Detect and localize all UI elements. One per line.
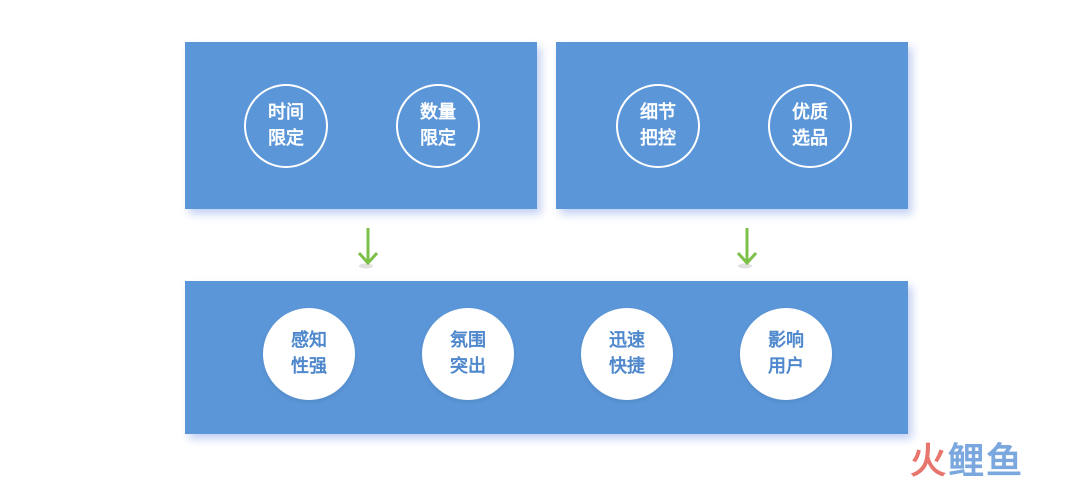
node-label: 氛围 突出: [450, 330, 486, 377]
node-label: 影响 用户: [768, 330, 804, 377]
node-label: 优质 选品: [792, 102, 828, 149]
prominent-atmosphere-node: 氛围 突出: [422, 308, 514, 400]
node-label: 细节 把控: [640, 102, 676, 149]
detail-control-node: 细节 把控: [616, 84, 700, 168]
down-arrow-icon: [357, 228, 379, 269]
node-label: 迅速 快捷: [609, 330, 645, 377]
watermark-char: 鱼: [986, 441, 1025, 482]
bottom-panel: 感知 性强 氛围 突出 迅速 快捷 影响 用户: [185, 281, 908, 434]
top-right-panel: 细节 把控 优质 选品: [556, 42, 908, 209]
node-label: 感知 性强: [291, 330, 327, 377]
time-limited-node: 时间 限定: [244, 84, 328, 168]
down-arrow-icon: [736, 228, 758, 269]
watermark-char: 火: [910, 441, 949, 482]
strong-perception-node: 感知 性强: [263, 308, 355, 400]
node-label: 时间 限定: [268, 102, 304, 149]
quality-selection-node: 优质 选品: [768, 84, 852, 168]
influence-users-node: 影响 用户: [740, 308, 832, 400]
watermark-logo: 火鲤鱼: [910, 432, 1024, 484]
node-label: 数量 限定: [420, 102, 456, 149]
fast-convenient-node: 迅速 快捷: [581, 308, 673, 400]
watermark-char: 鲤: [948, 441, 987, 482]
quantity-limited-node: 数量 限定: [396, 84, 480, 168]
top-left-panel: 时间 限定 数量 限定: [185, 42, 537, 209]
